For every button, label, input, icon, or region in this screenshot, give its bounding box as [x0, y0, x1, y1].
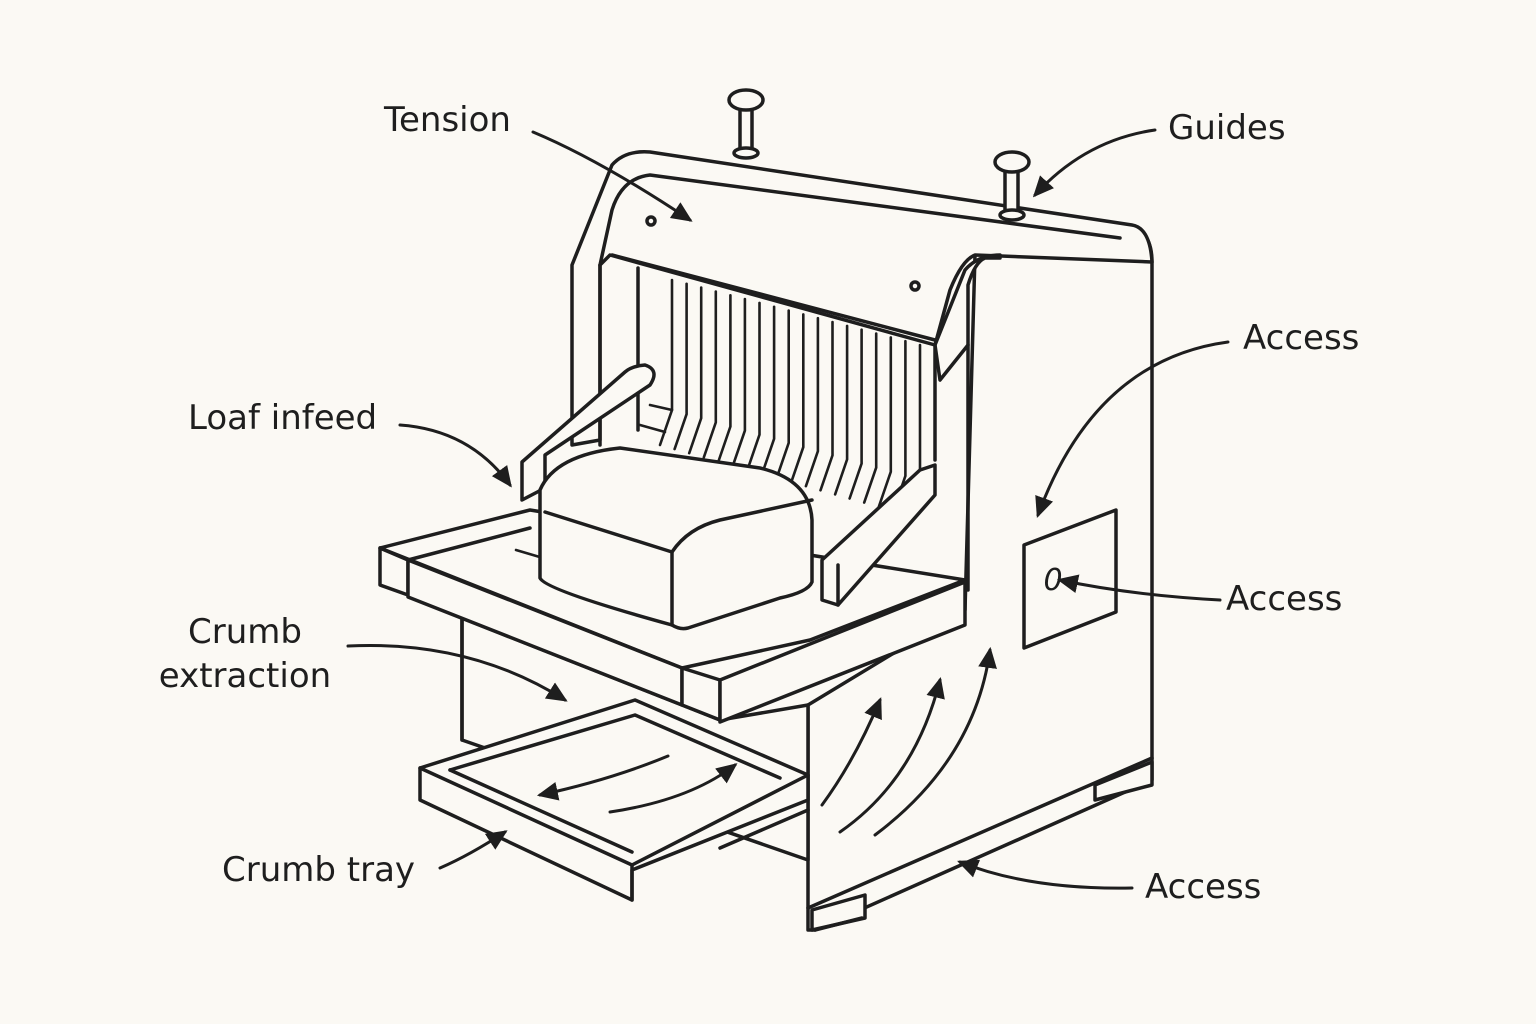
airflow-arrows: [536, 646, 997, 837]
label-crumb-extraction-line2: extraction: [158, 656, 332, 696]
slicing-blade: [775, 309, 790, 480]
label-access-bottom: Access: [1145, 867, 1262, 907]
slicing-blade: [687, 286, 703, 455]
crumb-tray: [418, 698, 810, 902]
label-access-side: Access: [1243, 318, 1360, 358]
label-tension: Tension: [384, 100, 511, 140]
loaf-guides: [520, 363, 937, 607]
slicing-blade: [833, 324, 849, 496]
slicing-blade: [746, 301, 761, 471]
slicing-blade: [717, 294, 732, 463]
slicing-blade: [790, 313, 805, 484]
slicing-blade: [673, 282, 688, 451]
label-loaf-infeed: Loaf infeed: [188, 398, 378, 438]
label-guides: Guides: [1168, 108, 1286, 148]
bread-loaf: [538, 446, 814, 631]
slicing-blade: [804, 316, 820, 488]
slicing-blade: [877, 336, 893, 509]
label-access-panel: Access: [1226, 579, 1343, 619]
slicing-blade: [658, 278, 674, 447]
head-frame: [570, 88, 1154, 592]
slicing-blade: [862, 332, 878, 504]
slicing-blade: [819, 320, 834, 492]
label-crumb-tray: Crumb tray: [222, 850, 416, 890]
label-crumb-extraction: Crumb extraction: [150, 610, 340, 698]
panel-marking: 0: [1043, 563, 1062, 598]
callout-arrows: [346, 128, 1230, 890]
slicing-blade: [731, 297, 747, 467]
slicing-blade: [702, 290, 718, 459]
label-crumb-extraction-line1: Crumb: [188, 612, 302, 652]
slicing-blade: [848, 328, 863, 500]
slicing-blade: [760, 305, 776, 476]
